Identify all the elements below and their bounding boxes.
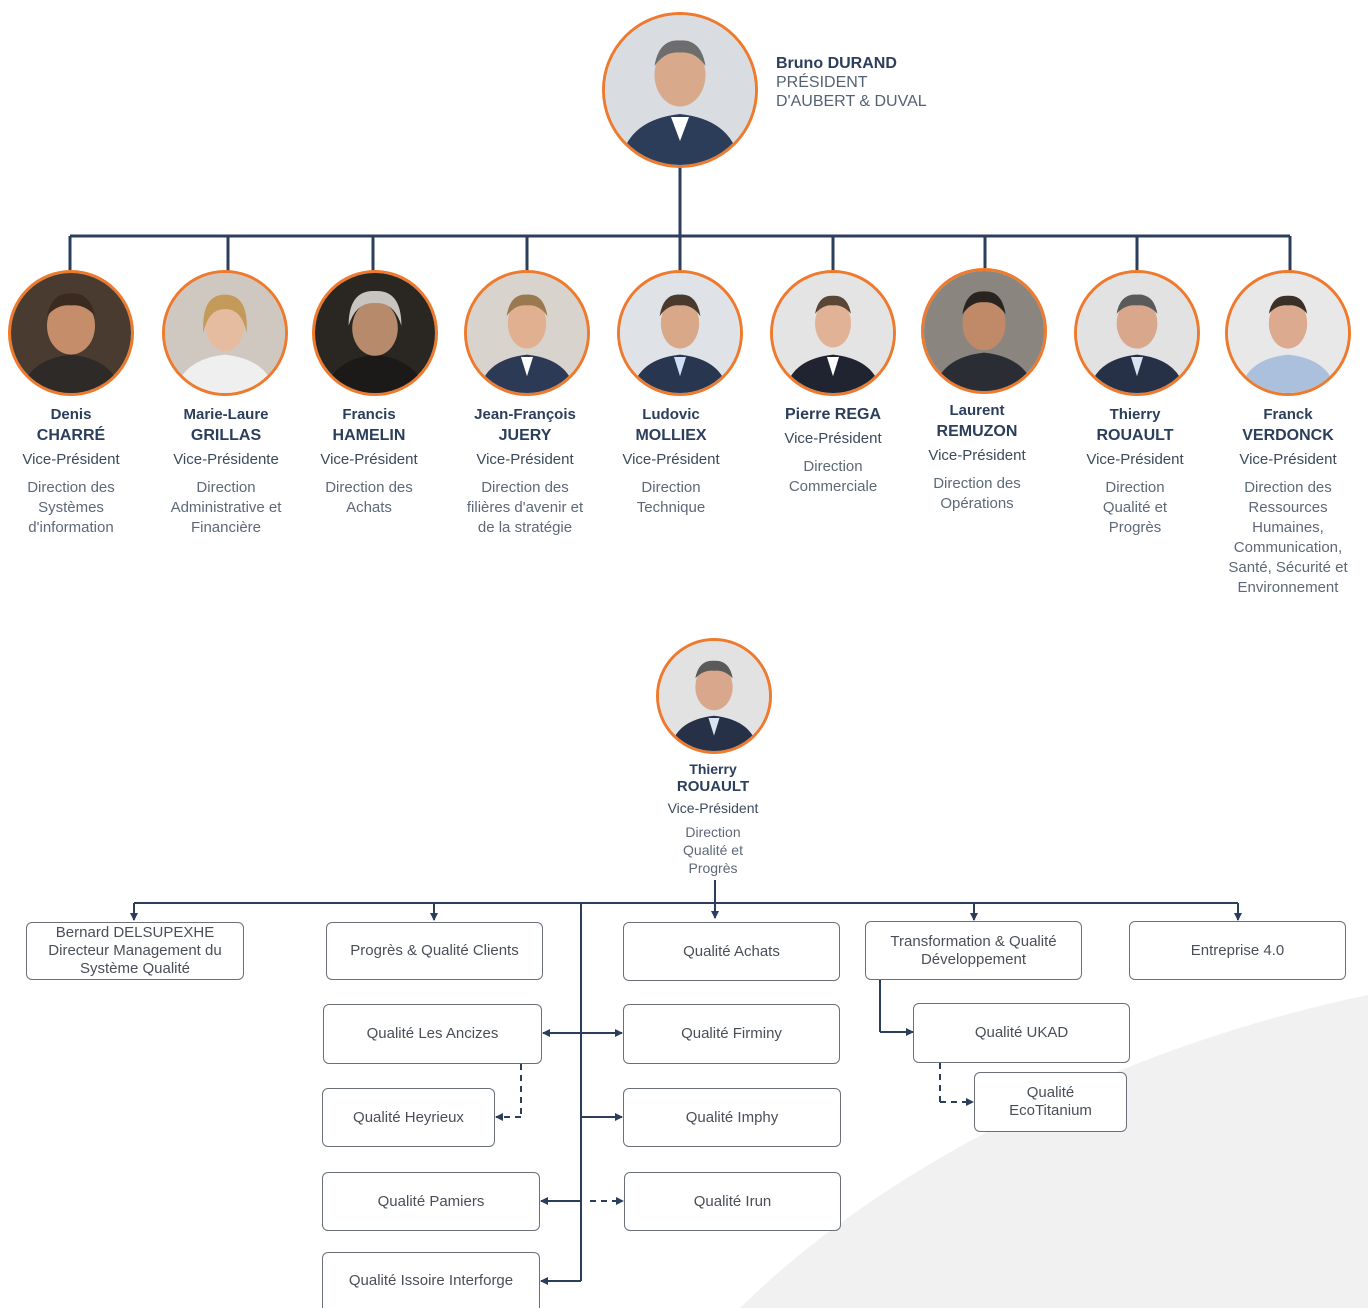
vp-portrait-hamelin [312,270,438,396]
person-icon [467,273,587,393]
vp-first-name: Jean-François [474,406,576,423]
entreprise-40-box: Entreprise 4.0 [1129,921,1346,980]
vp-card-charre: Denis CHARRÉ Vice-Président Direction de… [0,405,146,538]
vp-direction: Direction des filières d'avenir et de la… [466,479,584,536]
vp-portrait-rega [770,270,896,396]
vp-first-name: Laurent [949,402,1005,419]
vp-full-name: Pierre REGA [784,406,882,423]
president-portrait [602,12,758,168]
qualite-firminy-box: Qualité Firminy [623,1004,840,1064]
vp-card-rouault: Thierry ROUAULT Vice-Président Direction… [1060,405,1210,538]
vp-direction: Direction des Opérations [933,475,1021,512]
vp-last-name: JUERY [498,427,552,444]
vp-direction: Direction Commerciale [788,458,878,495]
vp-first-name: Franck [1263,406,1313,423]
vp-portrait-molliex [617,270,743,396]
qualite-heyrieux-box: Qualité Heyrieux [322,1088,495,1147]
vp-portrait-charre [8,270,134,396]
vp-last-name: MOLLIEX [635,427,707,444]
person-icon [1228,273,1348,393]
person-icon [924,271,1044,391]
quality-head-card: Thierry ROUAULT Vice-Président Direction… [638,760,788,877]
vp-card-grillas: Marie-Laure GRILLAS Vice-Présidente Dire… [151,405,301,538]
vp-title: Vice-Président [476,451,574,468]
vp-first-name: Ludovic [642,406,700,423]
qualite-les-ancizes-box: Qualité Les Ancizes [323,1004,542,1064]
qualite-ecotitanium-box: Qualité EcoTitanium [974,1072,1127,1132]
person-icon [165,273,285,393]
vp-card-rega: Pierre REGA Vice-Président Direction Com… [758,405,908,497]
vp-last-name: REMUZON [936,423,1018,440]
qualite-pamiers-box: Qualité Pamiers [322,1172,540,1231]
qualite-achats-box: Qualité Achats [623,922,840,981]
vp-last-name: CHARRÉ [36,427,106,444]
vp-card-remuzon: Laurent REMUZON Vice-Président Direction… [902,401,1052,514]
vp-card-juery: Jean-François JUERY Vice-Président Direc… [450,405,600,538]
vp-direction: Direction Qualité et Progrès [1102,479,1168,536]
quality-head-direction: Direction Qualité et Progrès [683,824,743,876]
quality-head-last-name: ROUAULT [676,778,750,795]
president-name: Bruno DURAND [776,55,897,72]
vp-title: Vice-Président [22,451,120,468]
president-role-line2: D'AUBERT & DUVAL [776,93,927,110]
vp-portrait-juery [464,270,590,396]
qualite-imphy-box: Qualité Imphy [623,1088,841,1147]
vp-first-name: Marie-Laure [183,406,269,423]
vp-title: Vice-Président [320,451,418,468]
vp-last-name: VERDONCK [1242,427,1334,444]
vp-direction: Direction des Achats [325,479,413,516]
qualite-issoire-interforge-box: Qualité Issoire Interforge [322,1252,540,1308]
vp-portrait-remuzon [921,268,1047,394]
vp-first-name: Denis [50,406,92,423]
person-icon [773,273,893,393]
person-icon [605,15,755,165]
vp-first-name: Thierry [1109,406,1161,423]
vp-portrait-rouault [1074,270,1200,396]
person-icon [315,273,435,393]
quality-head-title: Vice-Président [667,800,759,816]
quality-head-first-name: Thierry [689,761,737,777]
vp-first-name: Francis [342,406,396,423]
vp-direction: Direction des Ressources Humaines, Commu… [1228,479,1348,596]
vp-direction: Direction des Systèmes d'information [27,479,115,536]
qualite-irun-box: Qualité Irun [624,1172,841,1231]
quality-head-portrait [656,638,772,754]
vp-card-hamelin: Francis HAMELIN Vice-Président Direction… [296,405,442,518]
qualite-ukad-box: Qualité UKAD [913,1003,1130,1063]
person-icon [11,273,131,393]
person-icon [1077,273,1197,393]
vp-title: Vice-Président [784,430,882,447]
vp-title: Vice-Président [1086,451,1184,468]
president-info: Bruno DURAND PRÉSIDENT D'AUBERT & DUVAL [776,54,927,111]
vp-direction: Direction Technique [636,479,706,516]
vp-card-verdonck: Franck VERDONCK Vice-Président Direction… [1214,405,1362,598]
person-icon [659,641,769,751]
president-role-line1: PRÉSIDENT [776,74,868,91]
vp-title: Vice-Président [928,447,1026,464]
vp-portrait-grillas [162,270,288,396]
vp-direction: Direction Administrative et Financière [170,479,282,536]
vp-card-molliex: Ludovic MOLLIEX Vice-Président Direction… [596,405,746,518]
vp-portrait-verdonck [1225,270,1351,396]
transformation-qualite-developpement-box: Transformation & Qualité Développement [865,921,1082,980]
person-icon [620,273,740,393]
vp-title: Vice-Président [1239,451,1337,468]
vp-title: Vice-Président [622,451,720,468]
progres-qualite-clients-box: Progrès & Qualité Clients [326,922,543,980]
vp-title: Vice-Présidente [173,451,279,468]
vp-last-name: GRILLAS [190,427,262,444]
delsupexhe-box: Bernard DELSUPEXHE Directeur Management … [26,922,244,980]
vp-last-name: HAMELIN [332,427,406,444]
vp-last-name: ROUAULT [1096,427,1174,444]
